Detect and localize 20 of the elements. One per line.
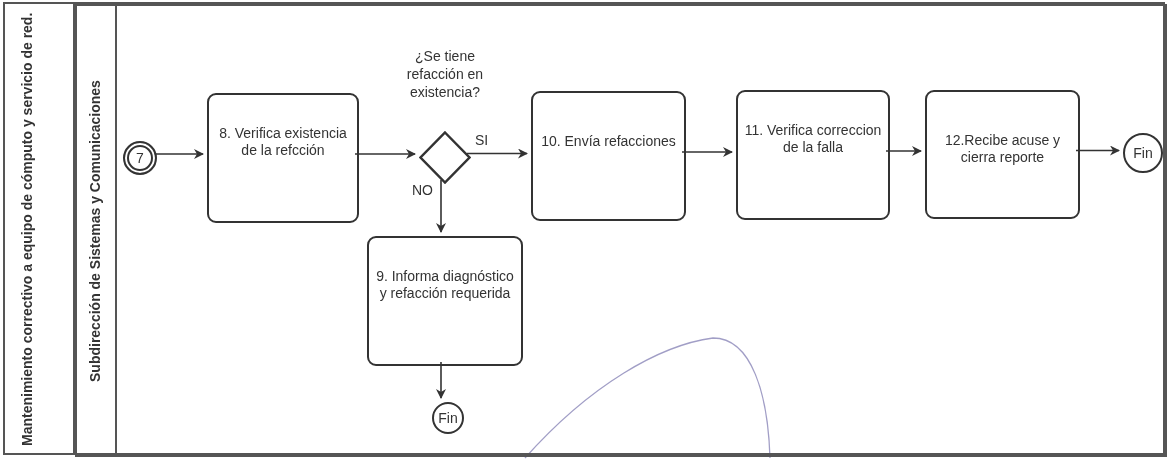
arrow bbox=[681, 147, 733, 157]
arrow bbox=[1075, 145, 1120, 156]
task-box: 12.Recibe acuse y cierra reporte bbox=[925, 90, 1080, 219]
decision-diamond bbox=[419, 131, 471, 184]
arrow bbox=[436, 179, 446, 233]
task-box: 9. Informa diagnóstico y refacción requerida bbox=[367, 236, 523, 366]
decision-question: ¿Se tiene refacción en existencia? bbox=[405, 47, 485, 101]
task-box: 11. Verifica correccion de la falla bbox=[736, 90, 890, 220]
end-event-circle: Fin bbox=[432, 402, 464, 434]
arrow bbox=[885, 146, 922, 156]
lane-title: Subdirección de Sistemas y Comunicaciones bbox=[87, 79, 104, 384]
arrow bbox=[436, 361, 446, 399]
task-box: 8. Verifica existencia de la refcción bbox=[207, 93, 359, 223]
arrow bbox=[466, 148, 528, 159]
intermediate-event-circle: 7 bbox=[123, 141, 157, 175]
arrow bbox=[354, 149, 416, 159]
pool-title: Mantenimiento correctivo a equipo de cómputo y servicio de red. bbox=[19, 11, 36, 448]
task-box: 10. Envía refacciones bbox=[531, 91, 686, 221]
edge-label: NO bbox=[411, 182, 434, 198]
end-event-circle: Fin bbox=[1123, 133, 1163, 173]
